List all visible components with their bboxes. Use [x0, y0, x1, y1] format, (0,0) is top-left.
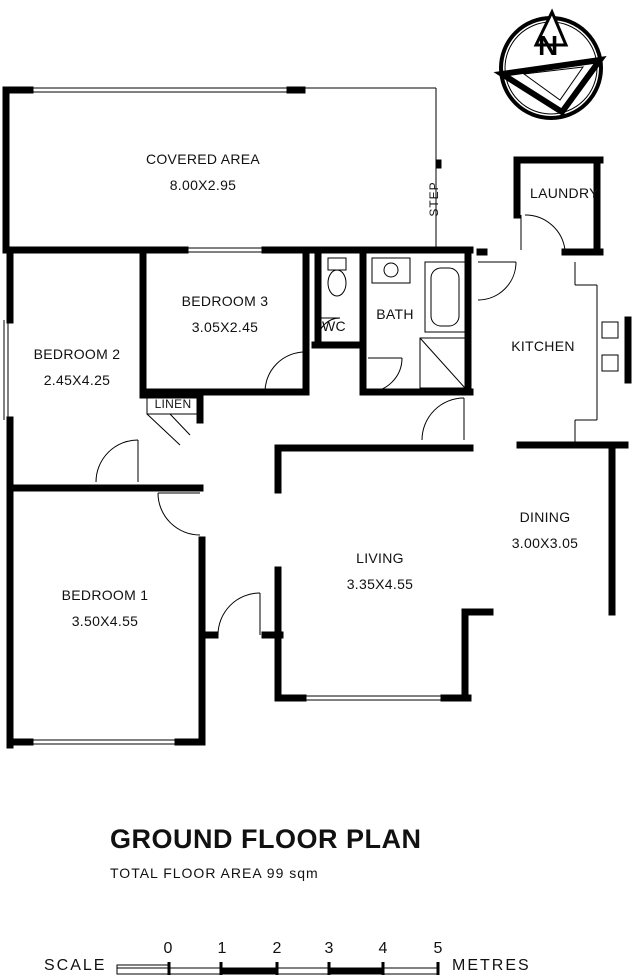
windows [3, 87, 631, 745]
walls [2, 86, 632, 749]
dining-name: DINING [519, 509, 571, 525]
linen-label: LINEN [148, 395, 198, 413]
scale-tick-3: 3 [324, 940, 334, 957]
bedroom2-dims: 2.45X4.25 [43, 372, 111, 388]
bedroom3-name: BEDROOM 3 [181, 293, 269, 309]
bath-label: BATH [370, 305, 420, 323]
laundry-name: LAUNDRY [530, 185, 599, 201]
compass-letter: N [538, 30, 558, 61]
plan-title: GROUND FLOOR PLAN [110, 824, 422, 854]
bedroom3-dims: 3.05X2.45 [191, 319, 259, 335]
scale-word: SCALE [44, 957, 107, 974]
living-label: LIVING 3.35X4.55 [320, 549, 440, 593]
scale-tick-4: 4 [378, 940, 388, 957]
scale-tick-5: 5 [433, 940, 443, 957]
covered-area-dims: 8.00X2.95 [169, 177, 237, 193]
scale-tick-0: 0 [163, 940, 173, 957]
dining-label: DINING 3.00X3.05 [490, 508, 600, 552]
metres-word: METRES [452, 957, 531, 974]
north-compass [493, 8, 607, 120]
door-swings [95, 214, 566, 636]
laundry-label: LAUNDRY [530, 184, 599, 202]
dining-dims: 3.00X3.05 [511, 535, 579, 551]
kitchen-label: KITCHEN [500, 337, 586, 355]
scale-tick-1: 1 [217, 940, 227, 957]
covered-area-name: COVERED AREA [145, 151, 261, 167]
bedroom1-name: BEDROOM 1 [61, 587, 149, 603]
plan-subtitle: TOTAL FLOOR AREA 99 sqm [110, 865, 319, 881]
bedroom1-dims: 3.50X4.55 [71, 613, 139, 629]
scale-tick-2: 2 [272, 940, 282, 957]
covered-area-label: COVERED AREA 8.00X2.95 [128, 150, 278, 194]
kitchen-name: KITCHEN [511, 338, 575, 354]
bedroom2-name: BEDROOM 2 [33, 346, 121, 362]
scale-bar [116, 962, 440, 975]
bath-name: BATH [376, 306, 414, 322]
linen-name: LINEN [154, 397, 192, 411]
living-dims: 3.35X4.55 [346, 576, 414, 592]
wc-label: WC [321, 317, 347, 335]
bedroom2-label: BEDROOM 2 2.45X4.25 [12, 345, 142, 389]
living-name: LIVING [356, 550, 404, 566]
wc-name: WC [322, 318, 346, 334]
bedroom1-label: BEDROOM 1 3.50X4.55 [40, 586, 170, 630]
step-label: STEP [427, 181, 441, 217]
bedroom3-label: BEDROOM 3 3.05X2.45 [160, 292, 290, 336]
